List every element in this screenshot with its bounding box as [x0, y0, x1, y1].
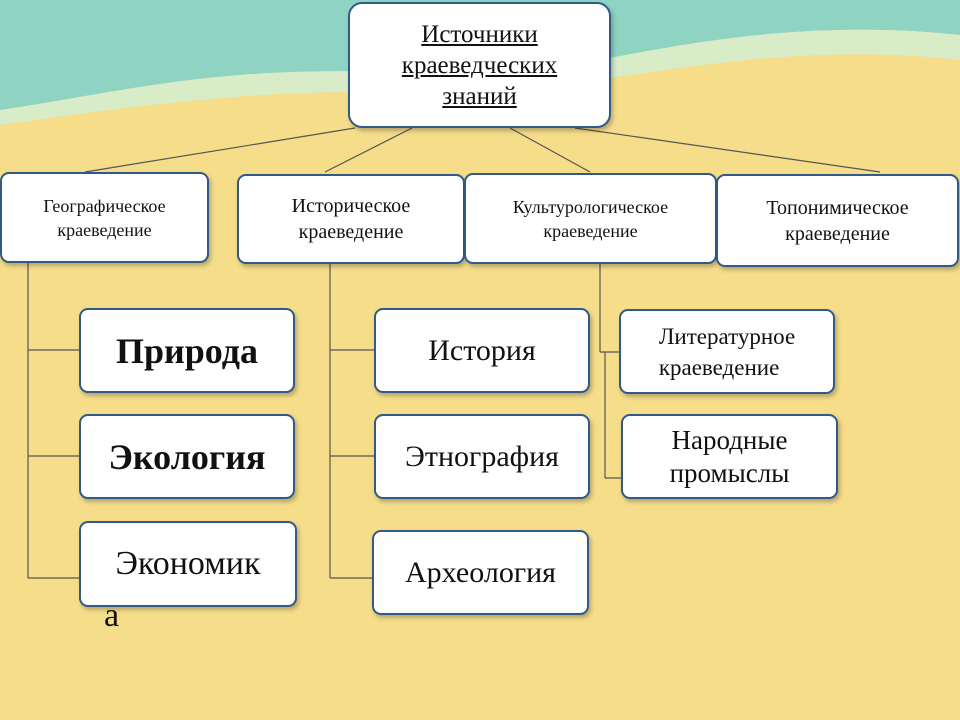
- node-ecology: Экология: [79, 414, 295, 499]
- category-historical-label: Историческое краеведение: [291, 195, 411, 243]
- node-crafts-label: Народные промыслы: [669, 424, 790, 488]
- category-toponymic: Топонимическое краеведение: [716, 174, 959, 267]
- root-label: Источники краеведческих знаний: [401, 20, 558, 110]
- category-historical: Историческое краеведение: [237, 174, 465, 264]
- category-culturological: Культурологическое краеведение: [464, 173, 717, 264]
- category-culturological-label: Культурологическое краеведение: [512, 196, 669, 241]
- node-literary: Литературное краеведение: [619, 309, 835, 394]
- category-geographic: Географическое краеведение: [0, 172, 209, 263]
- node-ethnography-label: Этнография: [405, 439, 559, 473]
- node-archaeology: Археология: [372, 530, 589, 615]
- node-history-label: История: [428, 333, 536, 367]
- node-archaeology-label: Археология: [405, 555, 556, 589]
- category-geographic-label: Географическое краеведение: [43, 195, 166, 240]
- node-economics-overflow-label: а: [104, 597, 120, 634]
- node-economics: Экономик: [79, 521, 297, 607]
- node-nature: Природа: [79, 308, 295, 393]
- root-node: Источники краеведческих знаний: [348, 2, 611, 128]
- node-ecology-label: Экология: [108, 436, 266, 477]
- node-literary-label: Литературное краеведение: [658, 323, 796, 380]
- node-crafts: Народные промыслы: [621, 414, 838, 499]
- node-ethnography: Этнография: [374, 414, 590, 499]
- category-toponymic-label: Топонимическое краеведение: [766, 196, 909, 245]
- node-economics-label: Экономик: [115, 545, 261, 582]
- node-nature-label: Природа: [116, 330, 258, 371]
- node-history: История: [374, 308, 590, 393]
